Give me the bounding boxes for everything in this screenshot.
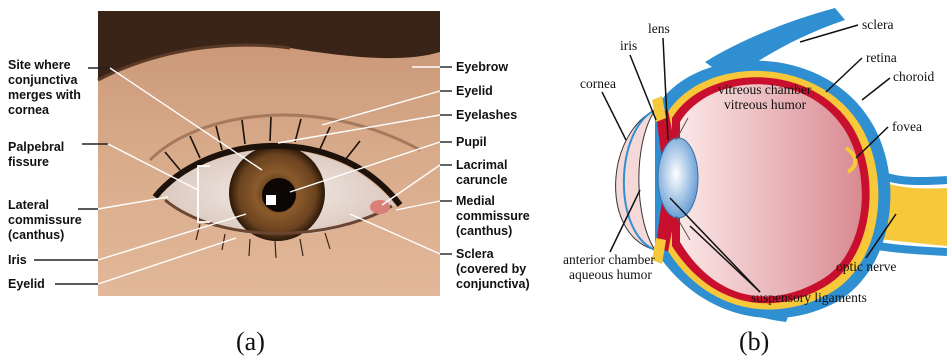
label-medial-1: Medial: [456, 194, 495, 208]
label-lateral-2: commissure: [8, 213, 82, 227]
label-medial-3: (canthus): [456, 224, 512, 238]
panel-b: lens iris cornea sclera retina choroid f…: [563, 8, 947, 356]
label-site-where-2: conjunctiva: [8, 73, 79, 87]
label-lateral: Lateral commissure (canthus): [8, 198, 82, 242]
label-sclera-a-1: Sclera: [456, 247, 495, 261]
label-retina: retina: [866, 50, 897, 65]
label-site-where-3: merges with: [8, 88, 81, 102]
label-anterior-2: aqueous humor: [569, 267, 652, 282]
label-suspensory: suspensory ligaments: [751, 290, 867, 305]
label-eyelid-lower: Eyelid: [8, 277, 45, 291]
label-medial: Medial commissure (canthus): [456, 194, 530, 238]
label-site-where: Site where conjunctiva merges with corne…: [8, 58, 81, 117]
label-fovea: fovea: [892, 119, 922, 134]
label-sclera-a: Sclera (covered by conjunctiva): [456, 247, 530, 291]
caption-b: (b): [739, 327, 769, 356]
label-palpebral: Palpebral fissure: [8, 140, 64, 169]
label-sclera-a-2: (covered by: [456, 262, 526, 276]
label-sclera-a-3: conjunctiva): [456, 277, 530, 291]
label-optic-nerve: optic nerve: [836, 259, 896, 274]
eye-highlight: [266, 195, 276, 205]
label-eyebrow: Eyebrow: [456, 60, 508, 74]
label-lateral-1: Lateral: [8, 198, 49, 212]
caption-a: (a): [236, 327, 265, 356]
label-vitreous-2: vitreous humor: [724, 97, 807, 112]
label-lacrimal-2: caruncle: [456, 173, 507, 187]
label-eyelashes: Eyelashes: [456, 108, 517, 122]
label-lateral-3: (canthus): [8, 228, 64, 242]
label-lacrimal-1: Lacrimal: [456, 158, 507, 172]
label-medial-2: commissure: [456, 209, 530, 223]
label-palpebral-2: fissure: [8, 155, 49, 169]
panel-a: Site where conjunctiva merges with corne…: [8, 11, 530, 356]
label-lacrimal: Lacrimal caruncle: [456, 158, 507, 187]
label-iris-a: Iris: [8, 253, 27, 267]
label-iris-b: iris: [620, 38, 637, 53]
label-site-where-4: cornea: [8, 103, 50, 117]
label-eyelid-upper: Eyelid: [456, 84, 493, 98]
label-sclera-b: sclera: [862, 17, 893, 32]
label-anterior-1: anterior chamber: [563, 252, 655, 267]
label-lens: lens: [648, 21, 670, 36]
label-pupil: Pupil: [456, 135, 487, 149]
label-cornea: cornea: [580, 76, 616, 91]
label-site-where-1: Site where: [8, 58, 71, 72]
label-choroid: choroid: [893, 69, 934, 84]
label-vitreous-1: vitreous chamber: [718, 82, 812, 97]
label-palpebral-1: Palpebral: [8, 140, 64, 154]
